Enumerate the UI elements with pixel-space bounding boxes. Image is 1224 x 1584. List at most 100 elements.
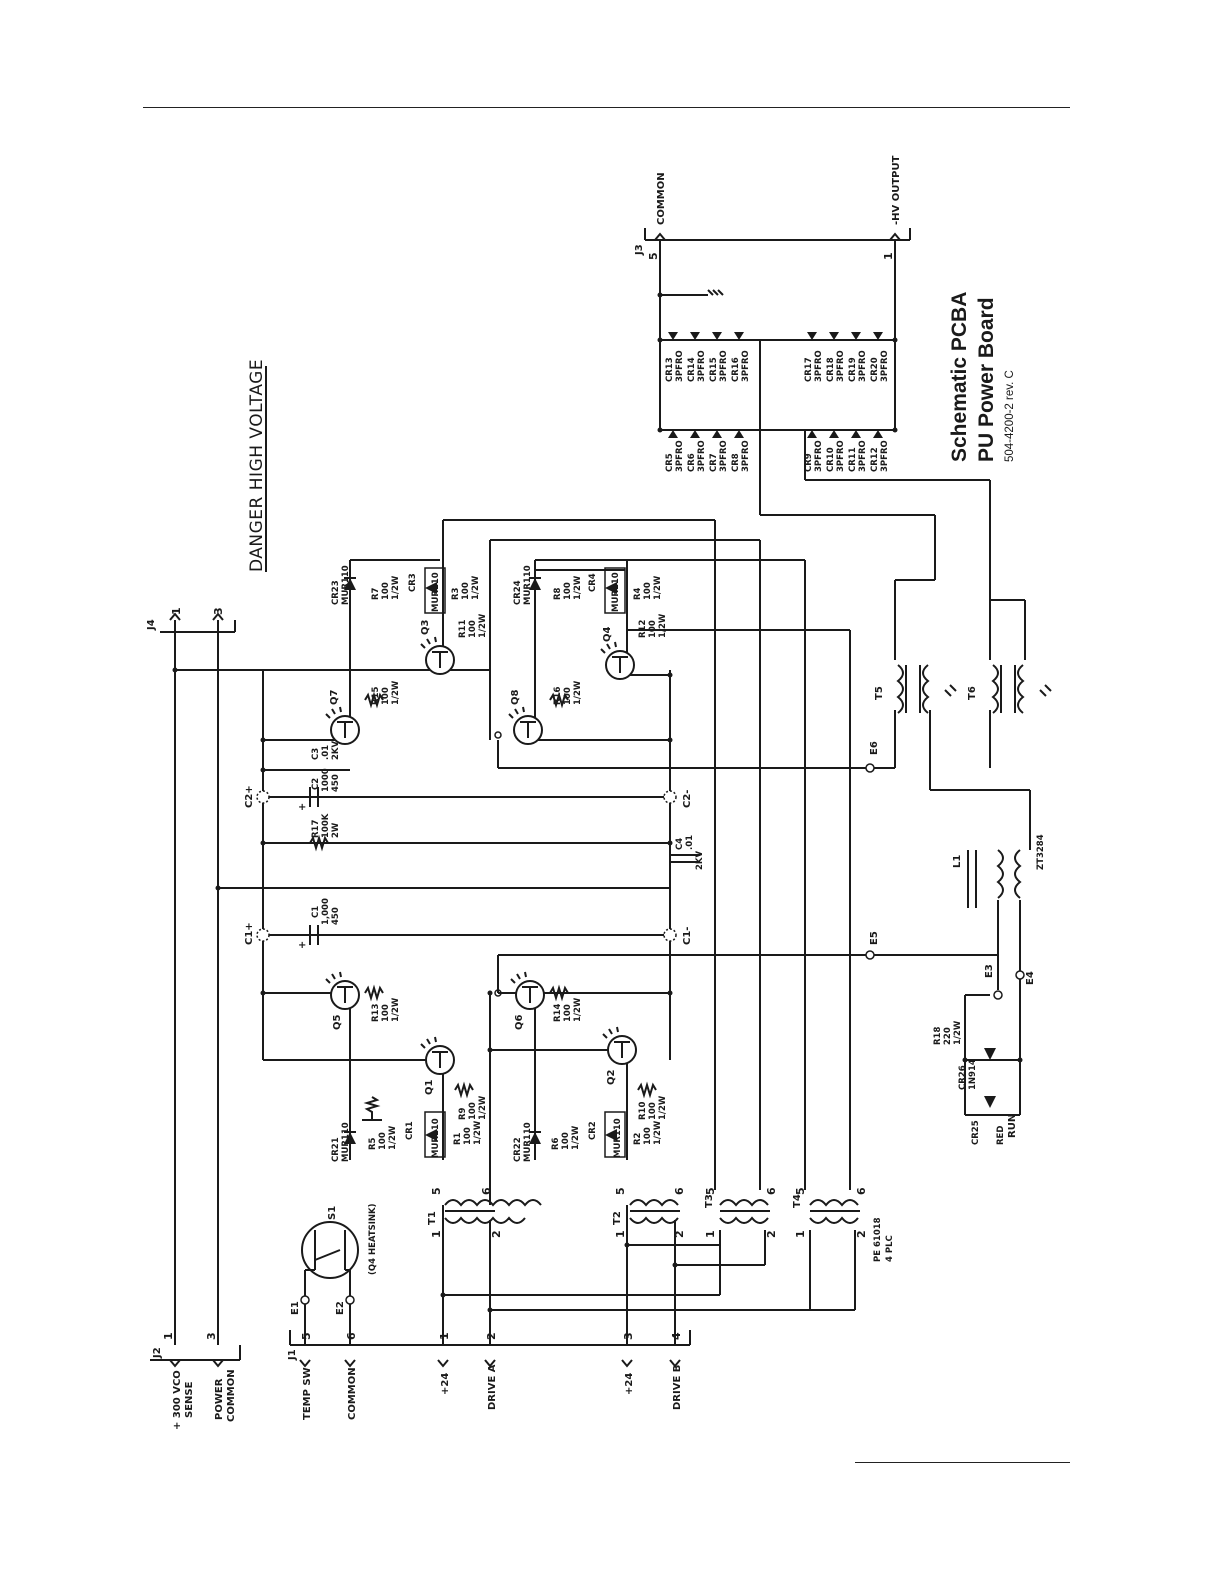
svg-text:2KV: 2KV: [331, 740, 341, 760]
svg-text:Q5: Q5: [332, 1014, 343, 1030]
svg-text:220: 220: [943, 1027, 953, 1045]
transistor-q7: Q7: [325, 689, 360, 745]
svg-text:100: 100: [643, 582, 653, 600]
svg-text:1: 1: [438, 1332, 451, 1340]
inductor-l1: L1 ZT3284: [952, 834, 1046, 908]
svg-text:CR24: CR24: [513, 580, 523, 605]
svg-text:SENSE: SENSE: [184, 1381, 195, 1418]
diode-symbol: [807, 430, 817, 438]
connector-j2: J2 1 3 + 300 VCO SENSE POWER COMMON: [150, 1332, 241, 1430]
svg-text:+: +: [298, 802, 306, 813]
diode-symbol: [851, 430, 861, 438]
svg-text:COMMON: COMMON: [226, 1369, 237, 1422]
diode-part-label: 3PFRO: [741, 350, 751, 382]
svg-text:100: 100: [381, 582, 391, 600]
svg-text:CR25: CR25: [971, 1120, 981, 1145]
diode-ref-label: CR8: [731, 453, 741, 472]
svg-text:C2-: C2-: [682, 790, 693, 808]
diode-ref-label: CR16: [731, 357, 741, 382]
transformer-t3: T3 5 6 1 2: [704, 1187, 778, 1238]
svg-text:CR3: CR3: [408, 573, 418, 592]
svg-text:1N914: 1N914: [968, 1059, 978, 1090]
diode-cr4: CR4 MUR110: [588, 567, 626, 614]
svg-text:5: 5: [430, 1187, 443, 1195]
svg-text:1: 1: [170, 607, 183, 615]
svg-text:100: 100: [468, 620, 478, 638]
svg-text:2: 2: [855, 1230, 868, 1238]
svg-text:C3: C3: [311, 748, 321, 760]
transformer-t1: T1 5 6 1 2: [427, 1187, 542, 1238]
svg-text:T1: T1: [427, 1211, 438, 1225]
resistor-r4: R4 100 1/2W: [633, 575, 663, 600]
svg-text:Q4: Q4: [602, 626, 613, 642]
diode-part-label: 3PFRO: [858, 440, 868, 472]
svg-text:R4: R4: [633, 587, 643, 600]
capacitor-c4: C4 .01 2KV: [670, 835, 705, 870]
svg-text:J2: J2: [152, 1347, 163, 1359]
transistor-q1: Q1: [420, 1036, 455, 1095]
svg-text:1,000: 1,000: [321, 898, 331, 925]
wiring: [174, 240, 1031, 1345]
transformer-t4: T4 5 6 1 2 PE 61018 4 PLC: [792, 1187, 895, 1262]
svg-text:MUR110: MUR110: [523, 565, 533, 605]
resistor-r6: R6 100 1/2W: [551, 1125, 581, 1150]
svg-text:2: 2: [673, 1230, 686, 1238]
svg-text:MUR110: MUR110: [611, 572, 621, 612]
diode-ref-label: CR12: [870, 447, 880, 472]
diode-part-label: 3PFRO: [697, 440, 707, 472]
resistor-r10: R10 100 1/2W: [637, 1081, 668, 1120]
diode-ref-label: CR18: [826, 357, 836, 382]
resistor-r8: R8 100 1/2W: [553, 575, 583, 600]
diode-ref-label: CR17: [804, 357, 814, 382]
svg-text:1/2W: 1/2W: [391, 997, 401, 1022]
diode-symbol: [873, 430, 883, 438]
svg-text:T4: T4: [792, 1194, 803, 1208]
svg-text:CR21: CR21: [331, 1137, 341, 1162]
svg-text:E2: E2: [335, 1301, 346, 1315]
title-line-2: PU Power Board: [975, 297, 998, 462]
svg-text:J3: J3: [634, 244, 645, 256]
resistor-r3: R3 100 1/2W: [451, 575, 481, 600]
diode-symbol: [668, 430, 678, 438]
svg-text:2KV: 2KV: [695, 850, 705, 870]
diode-ref-label: CR7: [709, 453, 719, 472]
svg-text:100: 100: [381, 1004, 391, 1022]
diode-cr23: CR23 MUR110: [331, 565, 356, 605]
svg-text:CR26: CR26: [958, 1065, 968, 1090]
svg-text:3: 3: [622, 1332, 635, 1340]
capacitors: + C1 1,000 450 + C2 1000 450 C3 .01 2KV …: [244, 740, 705, 951]
svg-text:R18: R18: [933, 1027, 943, 1045]
diode-cr26: CR26 1N914: [958, 1048, 996, 1090]
svg-text:Q1: Q1: [424, 1079, 435, 1095]
diode-part-label: 3PFRO: [836, 440, 846, 472]
svg-text:R6: R6: [551, 1137, 561, 1150]
svg-text:1/2W: 1/2W: [573, 997, 583, 1022]
resistor-r7: R7 100 1/2W: [371, 575, 401, 600]
svg-text:R8: R8: [553, 587, 563, 600]
svg-text:C4: C4: [675, 838, 685, 850]
svg-text:R10: R10: [638, 1102, 648, 1120]
svg-text:PE 61018: PE 61018: [873, 1217, 883, 1262]
resistor-r12: R12 100 1/2W: [638, 613, 668, 638]
svg-text:6: 6: [345, 1332, 358, 1340]
svg-text:MUR110: MUR110: [523, 1122, 533, 1162]
svg-text:R1: R1: [453, 1132, 463, 1145]
svg-text:C2: C2: [311, 778, 321, 790]
svg-text:1/2W: 1/2W: [478, 613, 488, 638]
svg-text:+ 300 VCO: + 300 VCO: [172, 1370, 183, 1430]
svg-text:2: 2: [485, 1332, 498, 1340]
svg-text:1: 1: [882, 252, 895, 260]
svg-text:1/2W: 1/2W: [571, 1125, 581, 1150]
svg-text:1: 1: [162, 1332, 175, 1340]
svg-text:DRIVE B: DRIVE B: [672, 1365, 683, 1410]
svg-text:450: 450: [331, 907, 341, 925]
resistor-r16: R16 100 1/2W: [549, 680, 583, 709]
